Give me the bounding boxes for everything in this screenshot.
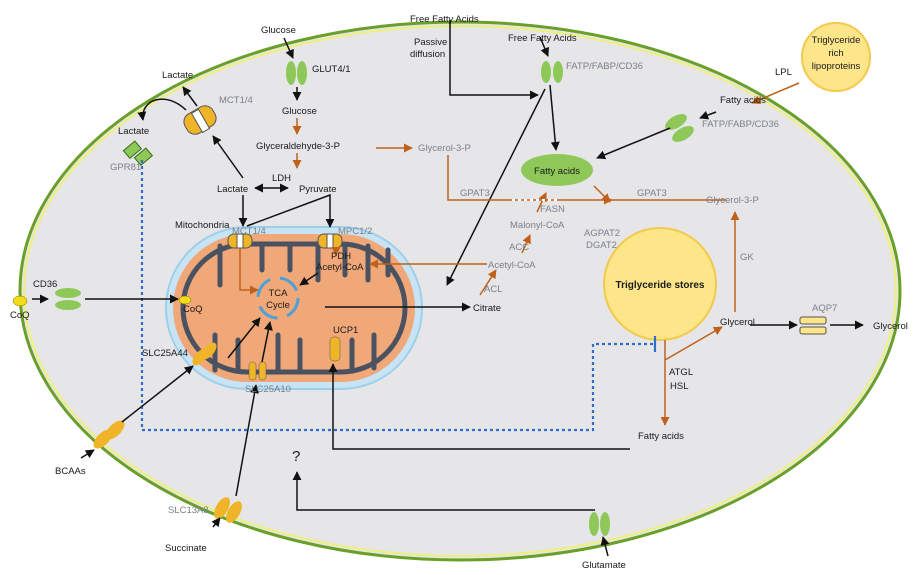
- coq-mito-label: CoQ: [183, 304, 203, 315]
- coq-out-dot: [12, 295, 28, 307]
- trl-label-line3: lipoproteins: [812, 61, 861, 72]
- citrate-label: Citrate: [473, 303, 501, 314]
- orange-arrows: [239, 82, 800, 426]
- bcaa-transporter: [93, 420, 125, 449]
- ldh-label: LDH: [272, 173, 291, 184]
- tca-label: TCA: [269, 288, 289, 299]
- slc25a44-transporter: [192, 342, 217, 366]
- ucp1-transporter: [329, 336, 341, 362]
- fatp-top-label: FATP/FABP/CD36: [566, 61, 643, 72]
- glucose-outside-label: Glucose: [261, 25, 296, 36]
- fatty-acids-center-label: Fatty acids: [534, 166, 580, 177]
- cristae-top: [217, 243, 391, 288]
- slc13a3-label: SLC13A3: [168, 505, 209, 516]
- passive-label: Passive: [414, 37, 447, 48]
- fatp-transporter-right: [665, 114, 694, 142]
- gk-label: GK: [740, 252, 754, 263]
- diffusion-label: diffusion: [410, 49, 445, 60]
- succinate-label: Succinate: [165, 543, 207, 554]
- aqp7-label: AQP7: [812, 303, 837, 314]
- cd36-label: CD36: [33, 279, 57, 290]
- lactate-top-label: Lactate: [162, 70, 193, 81]
- gpr81-receptor: [122, 140, 154, 167]
- fasn-label: FASN: [540, 204, 565, 215]
- cristae-bottom: [212, 332, 377, 373]
- fatty-acids-pool: Fatty acids: [521, 154, 593, 186]
- mpc-label: MPC1/2: [338, 226, 372, 237]
- acetyl-coa-mito-label: Acetyl-CoA: [316, 262, 364, 273]
- hsl-label: HSL: [670, 381, 688, 392]
- mct-transporter-cell: [183, 105, 217, 135]
- dgat2-label: DGAT2: [586, 240, 617, 251]
- acl-label: ACL: [484, 284, 502, 295]
- cycle-label: Cycle: [266, 300, 290, 311]
- acc-label: ACC: [509, 242, 529, 253]
- mpc-transporter: [317, 233, 343, 249]
- slc25a10-label: SLC25A10: [245, 384, 291, 395]
- glutamate-transporter: [589, 512, 610, 536]
- ffa-top-label: Free Fatty Acids: [410, 14, 479, 25]
- fatp-right-label: FATP/FABP/CD36: [702, 119, 779, 130]
- fatty-acids-bottom-label: Fatty acids: [638, 431, 684, 442]
- aqp7-transporter: [799, 316, 827, 335]
- gpat3-right-label: GPAT3: [637, 188, 667, 199]
- glyceraldehyde-3p-label: Glyceraldehyde-3-P: [256, 141, 340, 152]
- slc25a44-label: SLC25A44: [142, 348, 188, 359]
- triglyceride-stores-label: Triglyceride stores: [616, 280, 705, 291]
- mitochondria-label: Mitochondria: [175, 220, 230, 231]
- pdh-label: PDH: [331, 251, 351, 262]
- cell-membrane-inner: [23, 25, 897, 557]
- trl-label-line1: Triglyceride: [812, 35, 861, 46]
- mct-cell-label: MCT1/4: [219, 95, 253, 106]
- pyruvate-label: Pyruvate: [299, 184, 337, 195]
- triglyceride-stores-droplet: Triglyceride stores: [603, 227, 717, 341]
- glut-label: GLUT4/1: [312, 64, 351, 75]
- fatp-transporter-top: [541, 61, 563, 83]
- black-arrows: [32, 20, 864, 557]
- tca-cycle: TCA Cycle: [256, 276, 300, 320]
- trl-label-line2: rich: [828, 48, 843, 59]
- malonyl-coa-label: Malonyl-CoA: [510, 220, 565, 231]
- ffa-top2-label: Free Fatty Acids: [508, 33, 577, 44]
- agpat2-label: AGPAT2: [584, 228, 620, 239]
- gpr81-signal-dotted-line: [140, 160, 655, 432]
- atgl-label: ATGL: [669, 367, 693, 378]
- slc25a10-transporter: [248, 361, 267, 381]
- glucose-inside-label: Glucose: [282, 106, 317, 117]
- bcaas-label: BCAAs: [55, 466, 86, 477]
- glycerol-outside-label: Glycerol: [873, 321, 908, 332]
- glycerol-inside-label: Glycerol: [720, 317, 755, 328]
- lactate-inside-label: Lactate: [217, 184, 248, 195]
- acetyl-coa-cytosol-label: Acetyl-CoA: [488, 260, 536, 271]
- lpl-label: LPL: [775, 67, 792, 78]
- glycerol-3p-left-label: Glycerol-3-P: [418, 143, 471, 154]
- fatty-acids-right-label: Fatty acids: [720, 95, 766, 106]
- cd36-transporter: [55, 288, 81, 310]
- mitochondrion: [165, 226, 423, 390]
- glycerol-3p-right-label: Glycerol-3-P: [706, 195, 759, 206]
- unknown-transporter-question: ?: [292, 448, 300, 465]
- gpr81-label: GPR81: [110, 162, 141, 173]
- glut-transporter: [286, 61, 307, 85]
- coq-mito-dot: [178, 295, 192, 305]
- cell-body: [18, 20, 902, 562]
- coq-outside-label: CoQ: [10, 310, 30, 321]
- gpat3-left-label: GPAT3: [460, 188, 490, 199]
- mct-mito-label: MCT1/4: [232, 226, 266, 237]
- lactate-left-label: Lactate: [118, 126, 149, 137]
- slc13a3-transporter: [214, 497, 242, 523]
- glutamate-label: Glutamate: [582, 560, 626, 571]
- triglyceride-rich-lipoproteins: Triglyceride rich lipoproteins: [801, 22, 871, 92]
- ucp1-label: UCP1: [333, 325, 358, 336]
